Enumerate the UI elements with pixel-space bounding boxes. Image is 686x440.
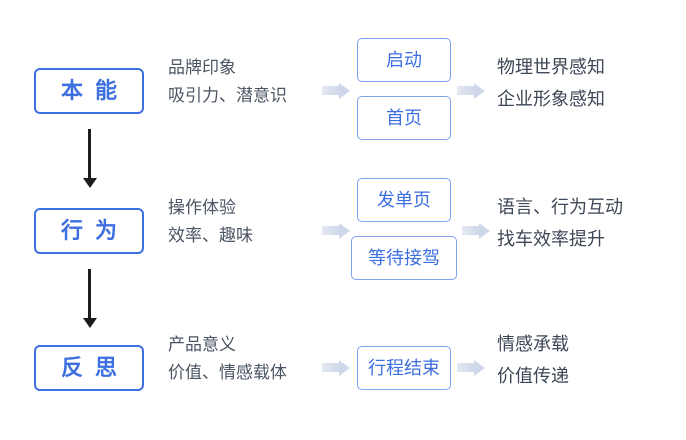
touchpoint-label-startup: 启动 [386,50,422,70]
flow-arrow-icon-touchpoints-to-outcome-reflection [457,359,485,376]
stage-box-instinct: 本 能 [34,68,144,114]
descriptor-behavior-line1: 操作体验 [168,198,236,217]
descriptor-behavior: 操作体验 效率、趣味 [168,194,253,250]
descriptor-instinct-line1: 品牌印象 [168,58,236,77]
connector-arrow-icon-behavior-to-reflection [88,269,91,319]
flow-arrow-icon-touchpoints-to-outcome-behavior [462,222,490,239]
arrow-shaft [322,226,339,235]
outcome-instinct: 物理世界感知 企业形象感知 [497,51,605,115]
arrow-shaft [457,86,474,95]
arrow-shaft [457,363,474,372]
flow-arrow-icon-behavior-to-touchpoints [322,222,350,239]
arrow-head [339,222,350,239]
touchpoint-box-trip-end: 行程结束 [357,346,451,390]
descriptor-reflection-line1: 产品意义 [168,335,236,354]
touchpoint-box-waiting-pickup: 等待接驾 [351,236,457,280]
arrow-head [479,222,490,239]
arrow-shaft [322,363,339,372]
outcome-behavior: 语言、行为互动 找车效率提升 [497,191,623,255]
arrow-shaft [322,86,339,95]
stage-label-reflection: 反 思 [60,355,121,380]
touchpoint-label-trip-end: 行程结束 [368,358,440,378]
stage-box-reflection: 反 思 [34,345,144,391]
touchpoint-label-order-page: 发单页 [377,190,431,210]
outcome-reflection-line2: 价值传递 [497,366,569,386]
stage-label-behavior: 行 为 [60,218,121,243]
outcome-behavior-line1: 语言、行为互动 [497,197,623,217]
arrow-shaft [462,226,479,235]
flow-arrow-icon-reflection-to-touchpoints [322,359,350,376]
descriptor-instinct-line2: 吸引力、潜意识 [168,86,287,105]
outcome-behavior-line2: 找车效率提升 [497,229,605,249]
touchpoint-box-homepage: 首页 [357,96,451,140]
arrow-head [474,82,485,99]
touchpoint-box-startup: 启动 [357,38,451,82]
outcome-instinct-line1: 物理世界感知 [497,57,605,77]
stage-box-behavior: 行 为 [34,208,144,254]
descriptor-instinct: 品牌印象 吸引力、潜意识 [168,54,287,110]
touchpoint-box-order-page: 发单页 [357,178,451,222]
outcome-reflection: 情感承载 价值传递 [497,328,569,392]
touchpoint-label-homepage: 首页 [386,108,422,128]
connector-arrow-icon-instinct-to-behavior [88,129,91,179]
descriptor-behavior-line2: 效率、趣味 [168,226,253,245]
flow-arrow-icon-touchpoints-to-outcome-instinct [457,82,485,99]
stage-label-instinct: 本 能 [60,78,121,103]
outcome-instinct-line2: 企业形象感知 [497,89,605,109]
flow-arrow-icon-instinct-to-touchpoints [322,82,350,99]
descriptor-reflection: 产品意义 价值、情感载体 [168,331,287,387]
outcome-reflection-line1: 情感承载 [497,334,569,354]
arrow-head [474,359,485,376]
touchpoint-label-waiting-pickup: 等待接驾 [368,248,440,268]
arrow-head [339,359,350,376]
arrow-head [339,82,350,99]
descriptor-reflection-line2: 价值、情感载体 [168,363,287,382]
